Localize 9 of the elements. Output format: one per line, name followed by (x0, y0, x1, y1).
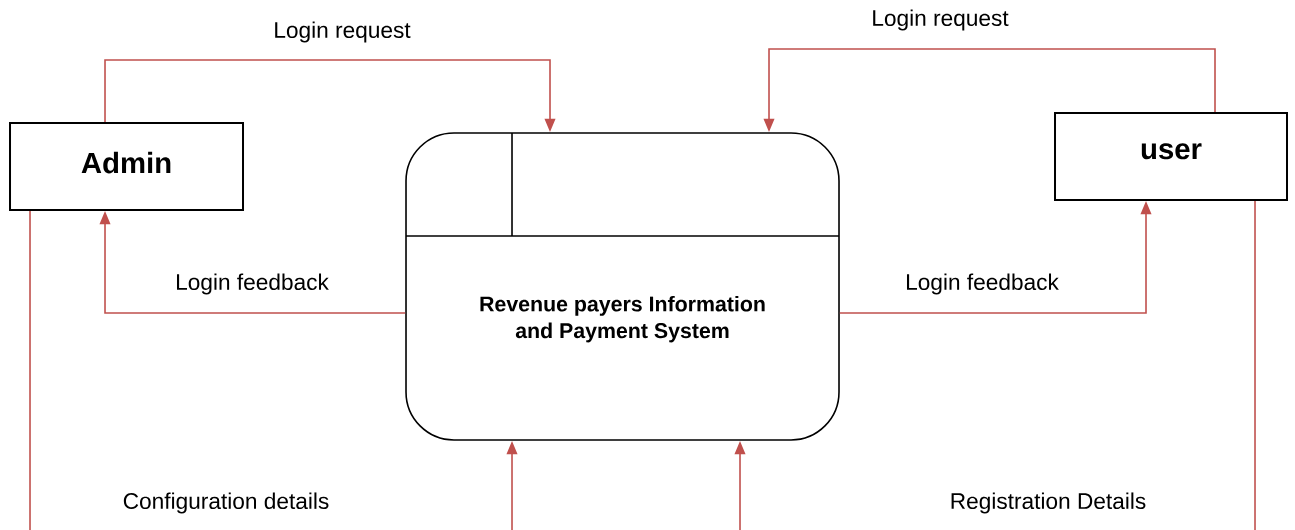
entity-box: user (1054, 112, 1288, 201)
entity-box: Admin (9, 122, 244, 211)
edge-label: Login request (272, 20, 412, 44)
edge-label: Login request (870, 8, 1010, 32)
flow-label: Registration Details (951, 492, 1146, 514)
edge-label: Login feedback (903, 272, 1061, 296)
edge-label: Login feedback (173, 272, 331, 296)
process-box: Revenue payers Information and Payment System (405, 132, 840, 441)
flow-label: Configuration details (123, 492, 329, 514)
